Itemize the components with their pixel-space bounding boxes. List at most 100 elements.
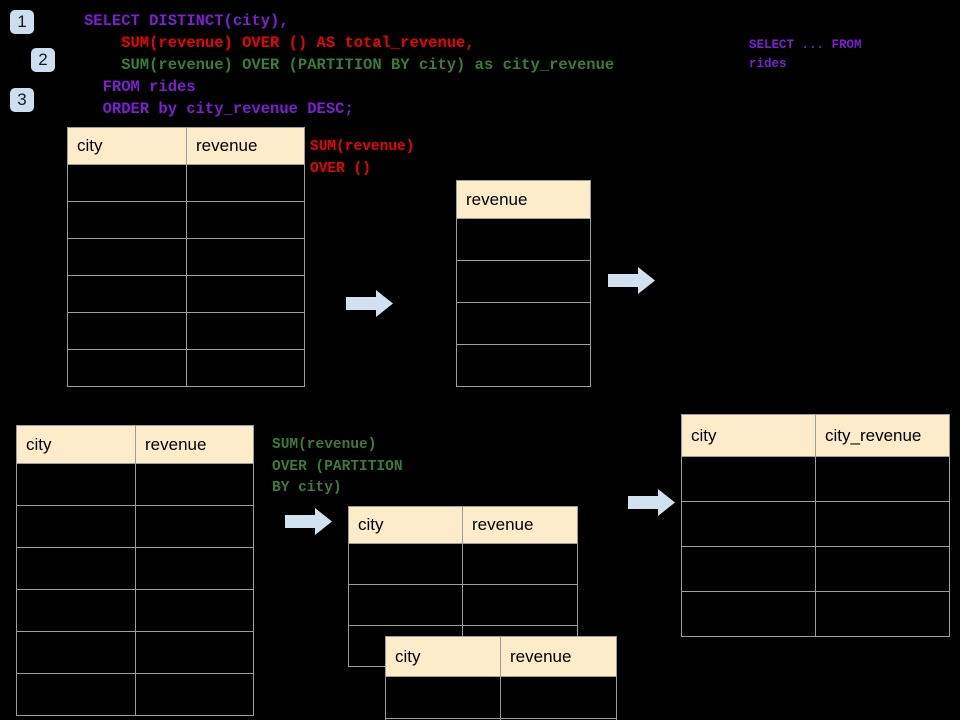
cell-revenue xyxy=(456,260,591,303)
step-badge-2: 2 xyxy=(31,48,55,72)
cell-revenue xyxy=(135,631,254,674)
cell-city xyxy=(67,349,187,387)
column-header-city: city xyxy=(681,414,816,457)
cell-city xyxy=(16,631,136,674)
table-row xyxy=(681,501,950,547)
table-row xyxy=(348,543,578,585)
cell-revenue xyxy=(135,589,254,632)
table-row xyxy=(681,546,950,592)
table-row xyxy=(681,591,950,637)
cell-revenue xyxy=(186,238,305,276)
cell-revenue xyxy=(500,676,617,719)
cell-revenue xyxy=(186,349,305,387)
table-row xyxy=(456,260,591,303)
cell-revenue xyxy=(500,718,617,720)
table-partition-group-front: city revenue xyxy=(385,636,617,720)
cell-city xyxy=(16,547,136,590)
cell-city xyxy=(681,591,816,637)
cell-city xyxy=(16,505,136,548)
cell-revenue xyxy=(456,344,591,387)
annotation-partition-window: SUM(revenue) OVER (PARTITION BY city) xyxy=(272,437,403,496)
sql-line-order-by: ORDER by city_revenue DESC; xyxy=(84,100,354,118)
table-row xyxy=(67,312,305,350)
cell-city xyxy=(385,676,501,719)
table-row xyxy=(67,349,305,387)
cell-revenue xyxy=(186,164,305,202)
cell-revenue xyxy=(186,275,305,313)
cell-city xyxy=(67,201,187,239)
column-header-revenue: revenue xyxy=(186,127,305,165)
arrow-partition-to-result-icon xyxy=(628,489,675,516)
column-header-city: city xyxy=(385,636,501,677)
cell-revenue xyxy=(456,302,591,345)
column-header-revenue: revenue xyxy=(135,425,254,464)
column-header-city: city xyxy=(67,127,187,165)
arrow-source-to-partition-icon xyxy=(285,508,332,535)
table-row xyxy=(385,676,617,719)
cell-revenue xyxy=(462,584,578,626)
table-row xyxy=(385,718,617,720)
cell-city xyxy=(67,312,187,350)
cell-revenue xyxy=(186,201,305,239)
cell-city xyxy=(67,238,187,276)
sql-line-city-revenue: SUM(revenue) OVER (PARTITION BY city) as… xyxy=(84,56,615,74)
table-row xyxy=(456,344,591,387)
table-row xyxy=(16,673,254,716)
cell-city xyxy=(16,463,136,506)
cell-city-revenue xyxy=(815,501,950,547)
cell-city xyxy=(681,546,816,592)
column-header-revenue: revenue xyxy=(456,180,591,219)
table-rides-source-bottom: city revenue xyxy=(16,425,254,716)
table-row xyxy=(16,463,254,506)
table-row xyxy=(16,547,254,590)
sql-line-select-distinct: SELECT DISTINCT(city), xyxy=(84,12,289,30)
column-header-city: city xyxy=(16,425,136,464)
table-header-row: city revenue xyxy=(348,506,578,544)
arrow-revenue-to-result-icon xyxy=(608,267,655,294)
sidenote-select-from-rides: SELECT ... FROM rides xyxy=(749,38,862,71)
sql-line-total-revenue: SUM(revenue) OVER () AS total_revenue, xyxy=(84,34,475,52)
table-row xyxy=(67,275,305,313)
table-row xyxy=(456,302,591,345)
cell-city xyxy=(681,501,816,547)
cell-city-revenue xyxy=(815,456,950,502)
step-badge-3: 3 xyxy=(10,88,34,112)
table-row xyxy=(67,238,305,276)
table-row xyxy=(456,218,591,261)
table-header-row: city revenue xyxy=(67,127,305,165)
cell-city xyxy=(16,673,136,716)
cell-revenue xyxy=(135,547,254,590)
cell-city-revenue xyxy=(815,591,950,637)
cell-revenue xyxy=(135,463,254,506)
cell-revenue xyxy=(462,543,578,585)
column-header-revenue: revenue xyxy=(462,506,578,544)
step-badge-1: 1 xyxy=(10,10,34,34)
table-header-row: city city_revenue xyxy=(681,414,950,457)
table-header-row: revenue xyxy=(456,180,591,219)
cell-city xyxy=(348,584,463,626)
table-row xyxy=(16,505,254,548)
cell-city xyxy=(67,275,187,313)
table-row xyxy=(16,631,254,674)
cell-city xyxy=(16,589,136,632)
cell-revenue xyxy=(135,505,254,548)
cell-revenue xyxy=(456,218,591,261)
table-header-row: city revenue xyxy=(385,636,617,677)
arrow-source-to-revenue-icon xyxy=(346,290,393,317)
table-row xyxy=(67,201,305,239)
table-rides-source-top: city revenue xyxy=(67,127,305,387)
column-header-city-revenue: city_revenue xyxy=(815,414,950,457)
annotation-total-window: SUM(revenue) OVER () xyxy=(310,139,415,177)
table-total-revenue-window: revenue xyxy=(456,180,591,387)
cell-city-revenue xyxy=(815,546,950,592)
column-header-city: city xyxy=(348,506,463,544)
table-header-row: city revenue xyxy=(16,425,254,464)
cell-revenue xyxy=(135,673,254,716)
sql-line-from: FROM rides xyxy=(84,78,196,96)
table-row xyxy=(16,589,254,632)
cell-city xyxy=(348,543,463,585)
table-final-result: city city_revenue xyxy=(681,414,950,637)
cell-city xyxy=(67,164,187,202)
table-row xyxy=(681,456,950,502)
